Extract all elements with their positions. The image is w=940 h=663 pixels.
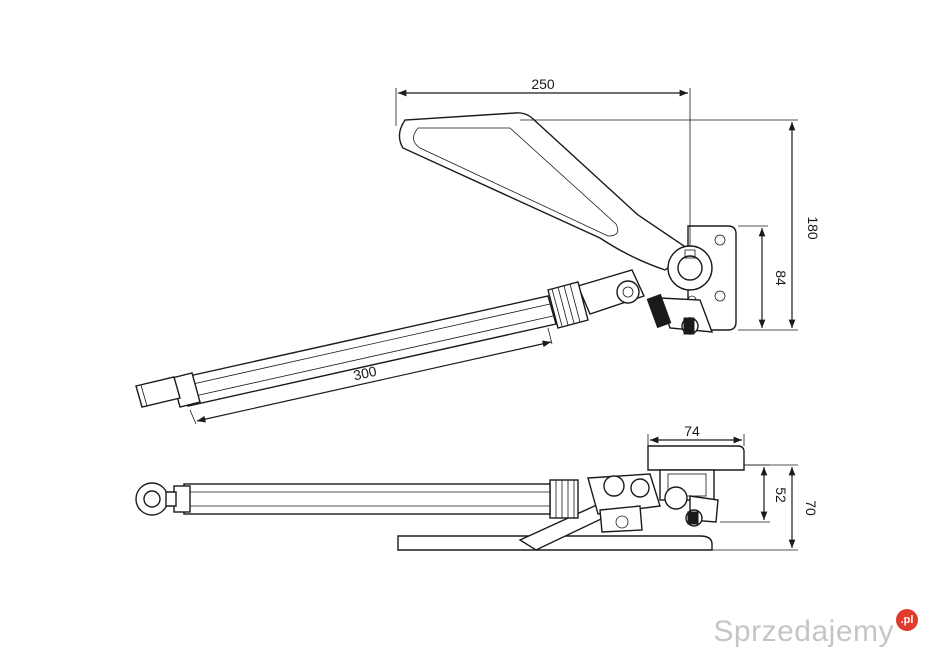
rod-end xyxy=(135,376,181,408)
side-mounting-plate xyxy=(647,445,745,471)
lever-handle xyxy=(398,112,692,271)
watermark: Sprzedajemy .pl xyxy=(713,609,918,649)
dim-250: 250 xyxy=(531,76,555,92)
base-plate xyxy=(397,535,713,551)
threaded-collar xyxy=(547,281,589,329)
dim-180: 180 xyxy=(805,216,821,240)
watermark-text: Sprzedajemy xyxy=(713,615,894,648)
dim-52: 52 xyxy=(773,487,789,503)
side-threaded-collar xyxy=(549,479,579,519)
top-view xyxy=(135,112,737,408)
push-rod xyxy=(179,295,557,407)
dim-70: 70 xyxy=(803,500,819,516)
dim-300: 300 xyxy=(352,363,378,384)
dim-74: 74 xyxy=(684,423,700,439)
rod-end-eye xyxy=(135,482,177,516)
dim-84: 84 xyxy=(773,270,789,286)
dimensions: 250 180 84 300 74 52 70 xyxy=(189,76,821,551)
side-push-rod xyxy=(183,483,551,515)
bottom-view xyxy=(135,445,745,551)
watermark-badge: .pl xyxy=(896,609,918,631)
lever-slot xyxy=(413,127,619,237)
